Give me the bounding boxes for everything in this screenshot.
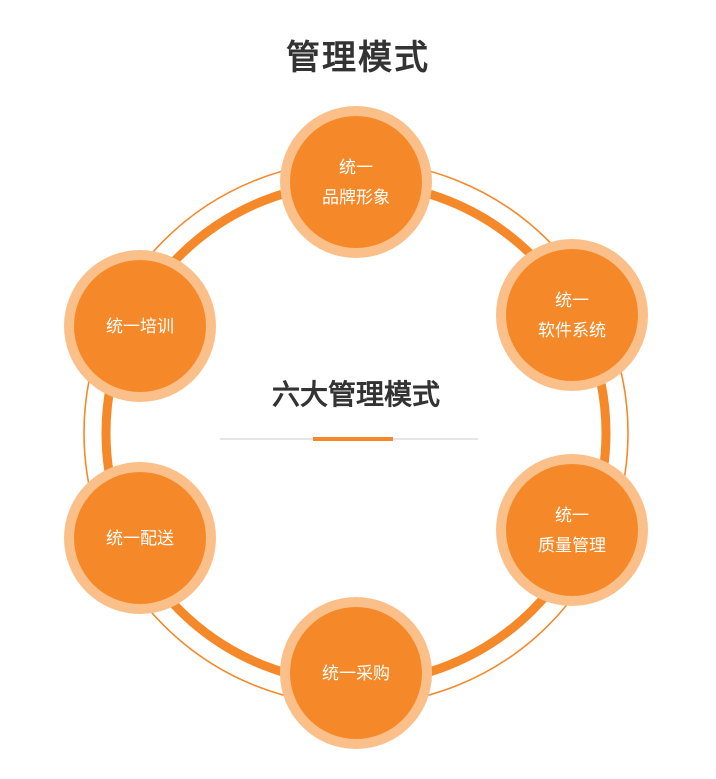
node-label: 统一配送 bbox=[106, 529, 174, 549]
node-label: 品牌形象 bbox=[322, 188, 390, 208]
node-label: 统一培训 bbox=[106, 317, 174, 337]
node-label: 质量管理 bbox=[538, 536, 606, 556]
node-circle bbox=[506, 249, 638, 381]
node-label: 软件系统 bbox=[538, 321, 606, 341]
node-circle bbox=[74, 260, 206, 392]
node-circle bbox=[74, 472, 206, 604]
node-6: 统一培训 bbox=[64, 250, 216, 402]
node-circle bbox=[290, 116, 422, 248]
node-circle bbox=[290, 607, 422, 739]
center-title: 六大管理模式 bbox=[272, 378, 440, 411]
node-5: 统一配送 bbox=[64, 462, 216, 614]
node-4: 统一采购 bbox=[280, 597, 432, 749]
node-circle bbox=[506, 464, 638, 596]
node-label: 统一 bbox=[339, 158, 373, 178]
page-title: 管理模式 bbox=[286, 38, 430, 78]
node-label: 统一 bbox=[555, 291, 589, 311]
node-label: 统一 bbox=[555, 506, 589, 526]
node-label: 统一采购 bbox=[322, 664, 390, 684]
